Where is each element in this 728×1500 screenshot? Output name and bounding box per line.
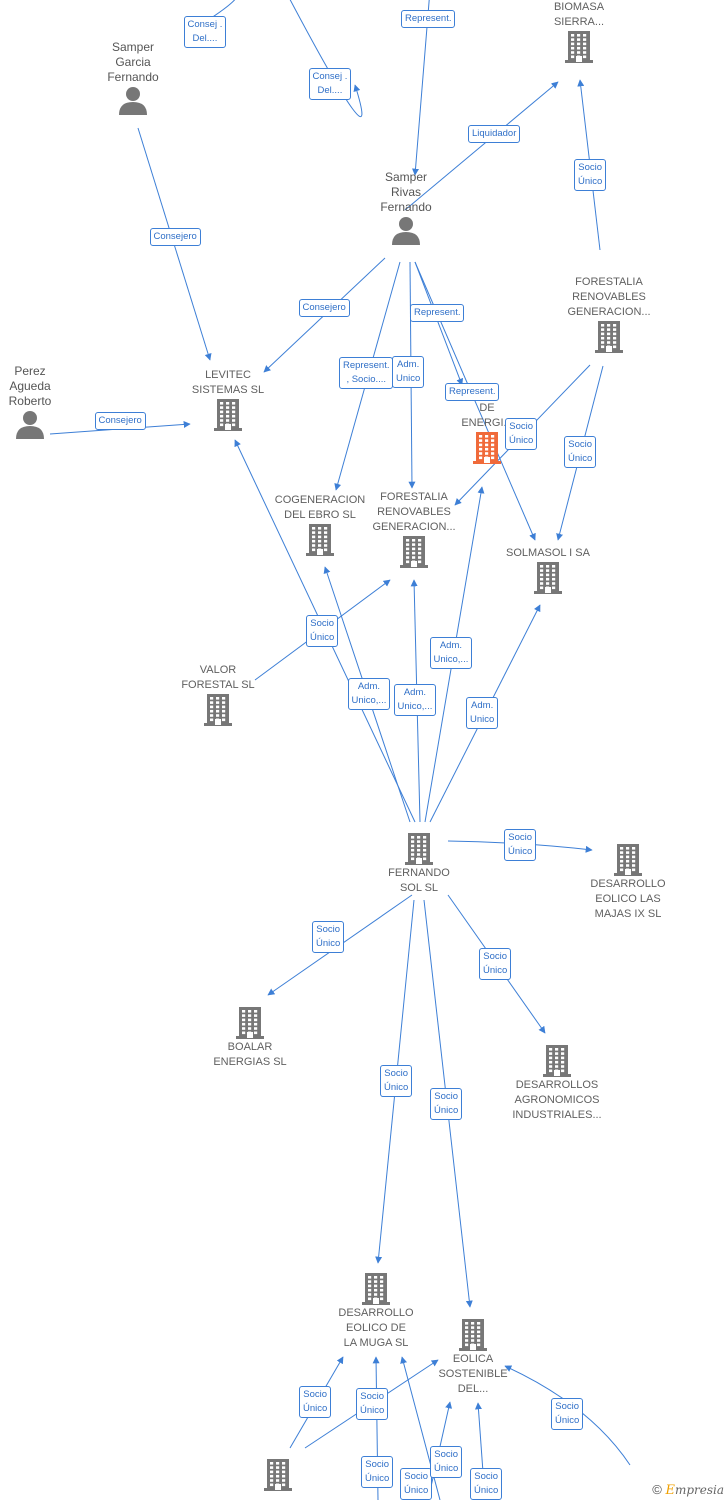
building-icon [405,833,433,865]
company-node-majas[interactable]: DESARROLLO EOLICO LAS MAJAS IX SL [568,843,688,922]
brand-logo-e: E [665,1483,675,1498]
company-node-muga[interactable]: DESARROLLO EOLICO DE LA MUGA SL [316,1272,436,1351]
building-icon [459,1319,487,1351]
copyright-symbol: © [652,1482,662,1497]
node-label: DESARROLLO EOLICO LAS MAJAS IX SL [590,878,666,920]
person-node-samper_rivas[interactable]: Samper Rivas Fernando [346,170,466,245]
edge-line [414,261,464,386]
node-label: SOLMASOL I SA [506,547,590,559]
company-node-forestalia_top[interactable]: FORESTALIA RENOVABLES GENERACION... [549,275,669,354]
watermark: © Empresia [652,1482,724,1498]
company-node-valor[interactable]: VALOR FORESTAL SL [158,663,278,727]
building-icon [236,1007,264,1039]
edge-label[interactable]: Consejero [298,299,350,317]
building-icon [306,524,334,556]
edge-label[interactable]: Adm. Unico,... [429,637,473,669]
edge-label[interactable]: Consej . Del.... [183,16,227,48]
edge-label[interactable]: Socio Único [430,1446,463,1478]
building-icon [214,399,242,431]
edge-label[interactable]: Socio Único [551,1398,584,1430]
node-label: COGENERACION DEL EBRO SL [274,494,366,521]
company-node-bottom_left[interactable] [218,1458,338,1492]
node-label: DESARROLLOS AGRONOMICOS INDUSTRIALES... [512,1079,602,1121]
company-node-boalar[interactable]: BOALAR ENERGIAS SL [190,1006,310,1070]
node-label: Perez Agueda Roberto [8,364,52,408]
node-label: FORESTALIA RENOVABLES GENERACION... [372,491,456,533]
building-icon [543,1045,571,1077]
edge-label[interactable]: Socio Único [574,159,607,191]
building-icon [595,321,623,353]
person-node-perez[interactable]: Perez Agueda Roberto [0,364,90,439]
edge-label[interactable]: Socio Único [299,1386,332,1418]
edge-label[interactable]: Represent. [445,383,500,401]
edge-label[interactable]: Socio Único [505,418,538,450]
edge-label[interactable]: Adm. Unico,... [393,684,437,716]
building-icon [204,694,232,726]
node-label: VALOR FORESTAL SL [181,664,255,691]
edge-line [289,0,363,118]
edge-label[interactable]: Socio Único [356,1388,389,1420]
building-icon [473,432,501,464]
company-node-eolica[interactable]: EOLICA SOSTENIBLE DEL... [413,1318,533,1397]
edge-label[interactable]: Socio Único [479,948,512,980]
edge-label[interactable]: Consejero [94,412,146,430]
edge-label[interactable]: Socio Único [564,436,597,468]
edge-label[interactable]: Represent. , Socio.... [339,357,394,389]
node-label: FORESTALIA RENOVABLES GENERACION... [567,276,651,318]
edge-label[interactable]: Represent. [401,10,456,28]
person-icon [16,411,44,439]
edge-label[interactable]: Socio Único [361,1456,394,1488]
edge-label[interactable]: Consejero [149,228,201,246]
company-node-levitec[interactable]: LEVITEC SISTEMAS SL [168,368,288,432]
person-icon [392,217,420,245]
person-node-samper_garcia[interactable]: Samper Garcia Fernando [73,40,193,115]
node-label: EOLICA SOSTENIBLE DEL... [438,1353,508,1395]
company-node-agronomicos[interactable]: DESARROLLOS AGRONOMICOS INDUSTRIALES... [497,1044,617,1123]
edge-label[interactable]: Socio Único [430,1088,463,1120]
node-label: BOALAR ENERGIAS SL [213,1041,287,1068]
edge-label[interactable]: Adm. Unico,... [347,678,391,710]
edge-label[interactable]: Consej . Del.... [308,68,352,100]
edge-label[interactable]: Liquidador [468,125,521,143]
building-icon [400,536,428,568]
company-node-fernando[interactable]: FERNANDO SOL SL [359,832,479,896]
edge-label[interactable]: Socio Único [504,829,537,861]
edge-label[interactable]: Adm. Unico [466,697,499,729]
company-node-forestalia_mid[interactable]: FORESTALIA RENOVABLES GENERACION... [354,490,474,569]
building-icon [264,1459,292,1491]
person-icon [119,87,147,115]
edge-label[interactable]: Represent. [410,304,465,322]
node-label: FERNANDO SOL SL [388,867,450,894]
brand-logo-text: mpresia [674,1483,724,1497]
node-label: CENTRAL DE BIOMASA SIERRA... [553,1,605,28]
building-icon [614,844,642,876]
company-node-biomasa[interactable]: CENTRAL DE BIOMASA SIERRA... [519,0,639,64]
node-label: DESARROLLO EOLICO DE LA MUGA SL [338,1307,414,1349]
edge-label[interactable]: Socio Único [400,1468,433,1500]
edge-line [404,81,559,211]
node-label: Samper Rivas Fernando [380,170,432,214]
company-node-cogeneracion[interactable]: COGENERACION DEL EBRO SL [260,493,380,557]
building-icon [362,1273,390,1305]
edge-label[interactable]: Socio Único [312,921,345,953]
edge-label[interactable]: Adm. Unico [392,356,425,388]
edge-label[interactable]: Socio Único [380,1065,413,1097]
company-node-solmasol[interactable]: SOLMASOL I SA [488,546,608,595]
node-label: LEVITEC SISTEMAS SL [191,369,265,396]
edge-label[interactable]: Socio Único [470,1468,503,1500]
edge-label[interactable]: Socio Único [306,615,339,647]
building-icon [565,31,593,63]
node-label: Samper Garcia Fernando [107,40,159,84]
building-icon [534,562,562,594]
